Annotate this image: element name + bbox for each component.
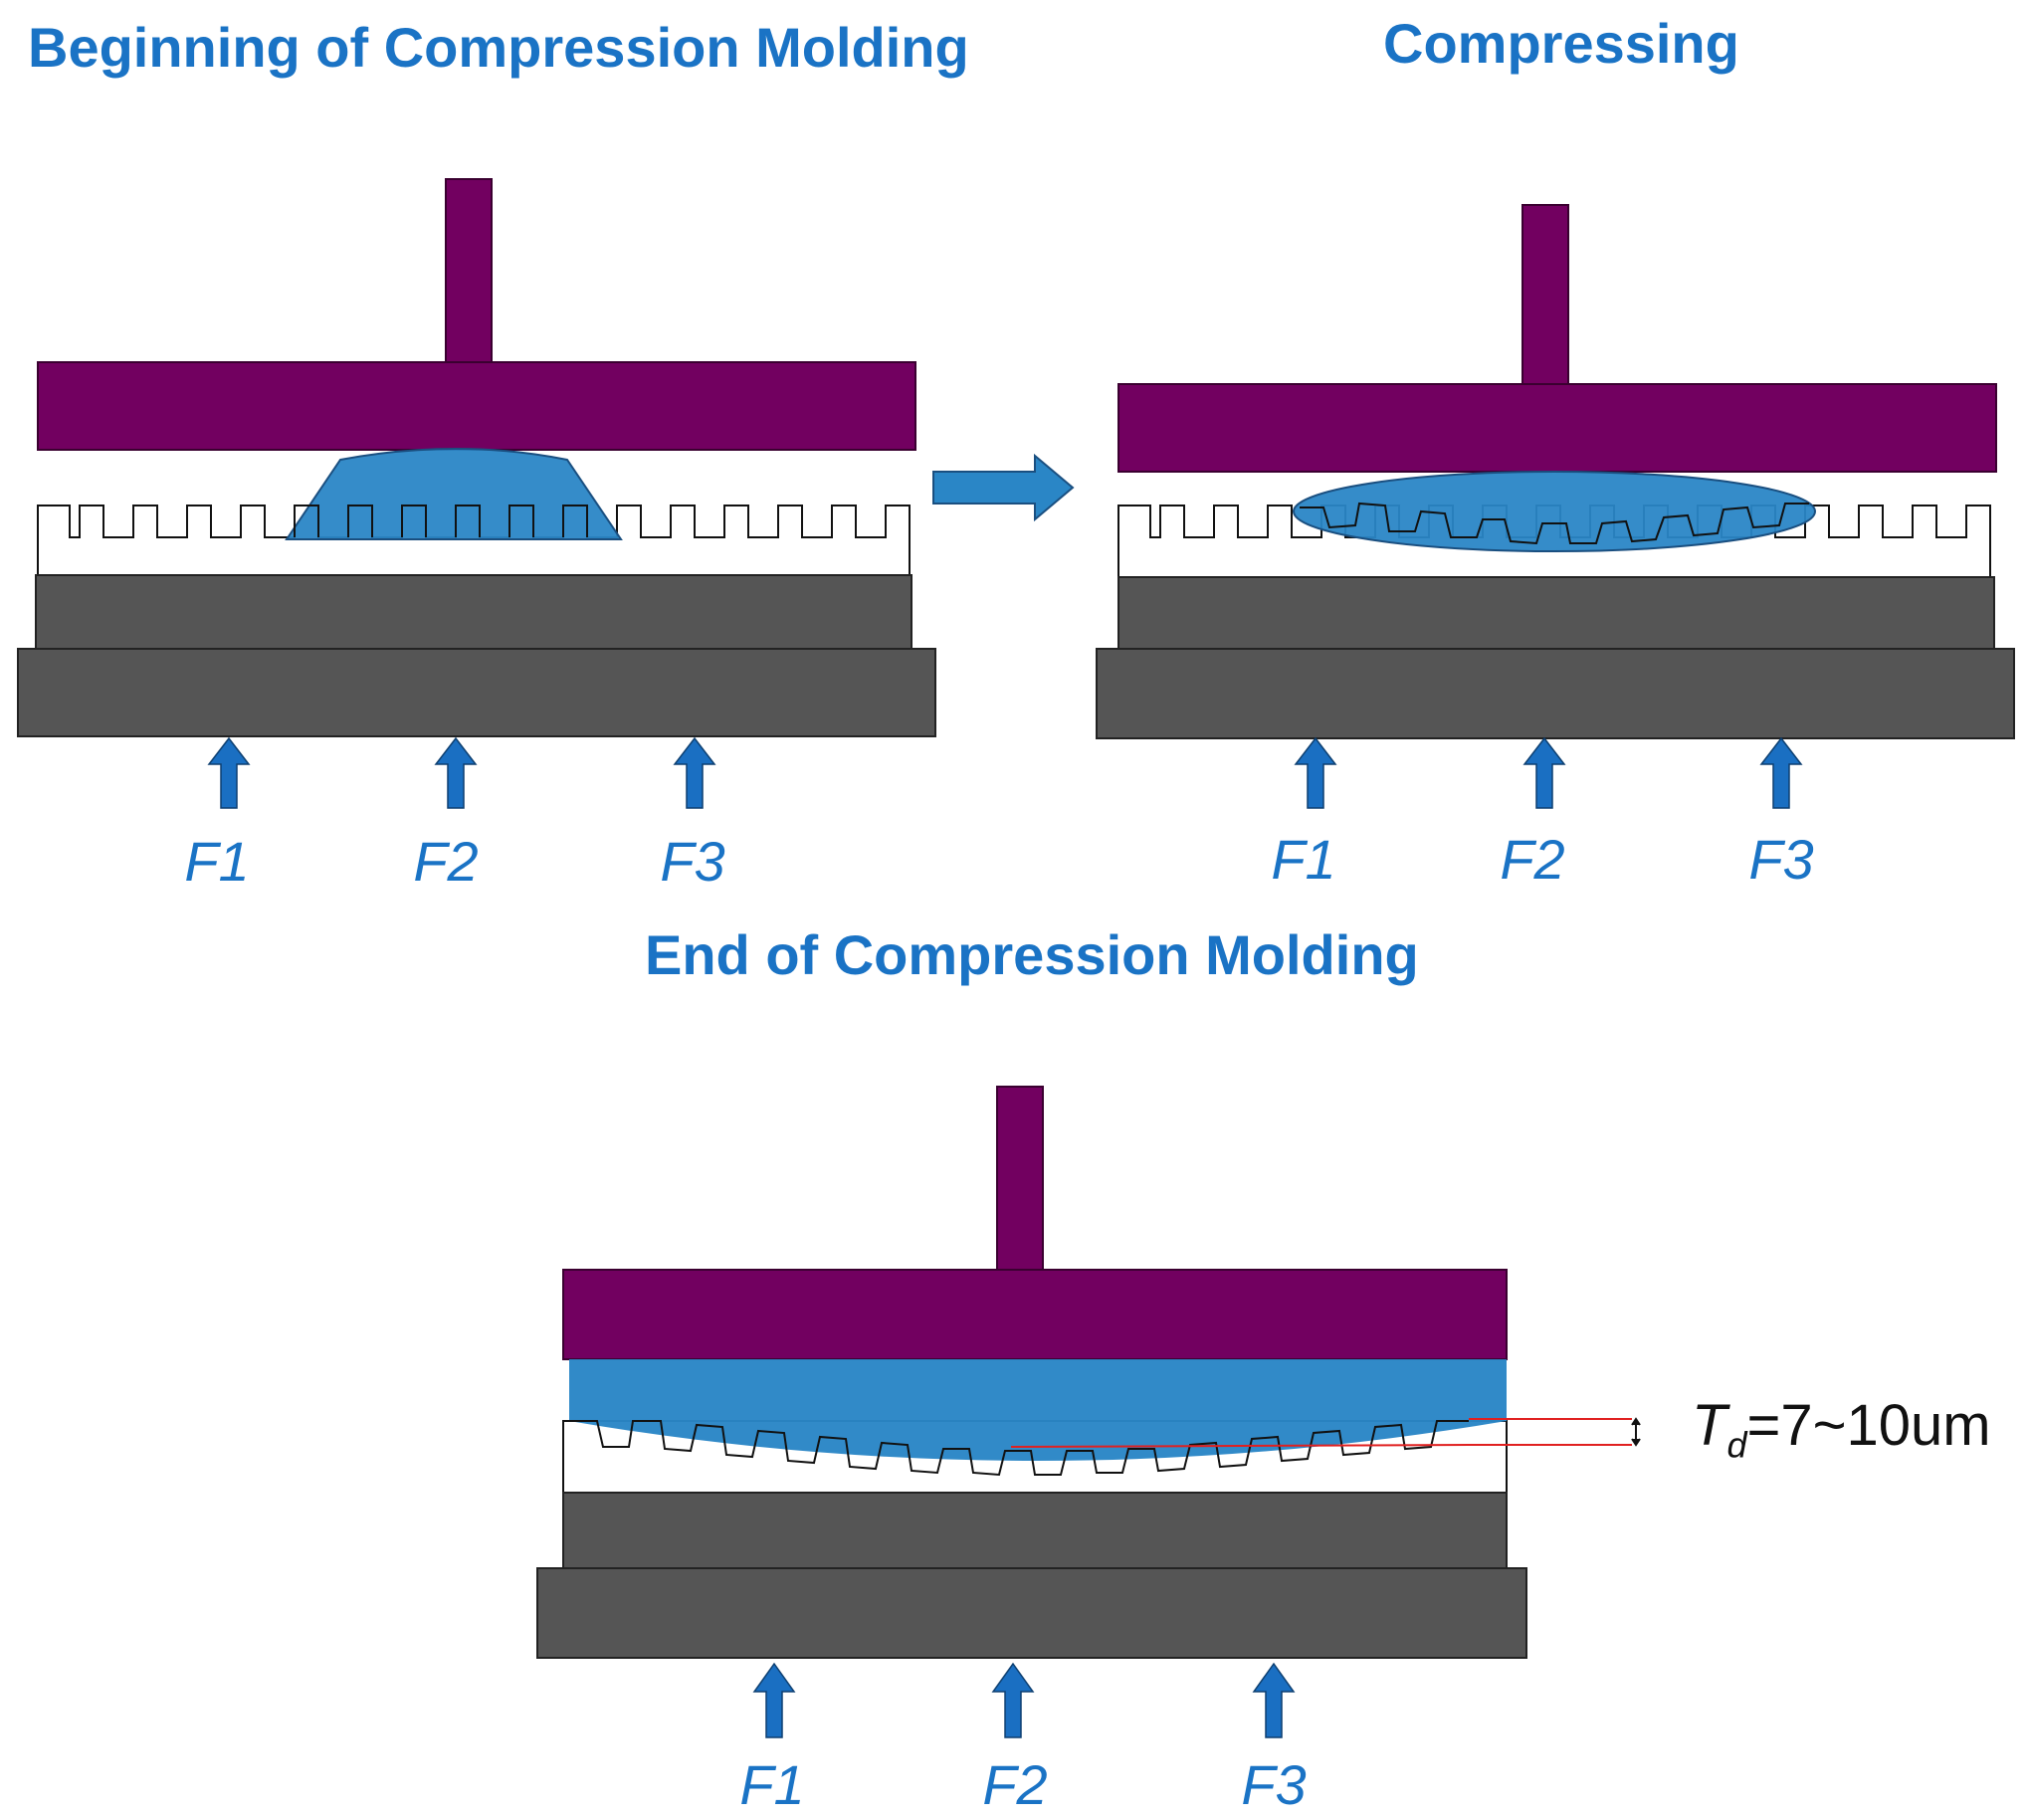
force-label-f3: F3: [660, 830, 725, 893]
deformed-mold-teeth: [1300, 502, 1809, 545]
force-arrow-f3: [1759, 736, 1803, 809]
transition-arrow: [932, 453, 1075, 522]
lower-mold-block: [562, 1492, 1508, 1569]
lower-mold-block: [35, 574, 913, 650]
force-arrow-f3: [1252, 1662, 1296, 1738]
force-label-f2: F2: [1500, 828, 1565, 891]
force-arrow-f1: [752, 1662, 796, 1738]
base-plate: [17, 648, 936, 737]
thickness-marker: [1631, 1417, 1641, 1447]
lower-mold-block: [1117, 576, 1995, 650]
force-arrow-f2: [434, 736, 478, 809]
upper-press-plate: [1117, 383, 1997, 473]
thickness-subscript: d: [1726, 1424, 1747, 1466]
resin-filled-layer: [569, 1359, 1507, 1461]
press-rod: [1521, 204, 1569, 385]
title-beginning: Beginning of Compression Molding: [28, 16, 969, 79]
press-rod: [445, 178, 493, 363]
mold-teeth-through-resin: [294, 505, 588, 537]
force-arrow-f1: [207, 736, 251, 809]
base-plate: [1096, 648, 2015, 739]
panel-beginning: [17, 178, 936, 809]
title-compressing: Compressing: [1383, 12, 1739, 75]
force-arrow-f2: [991, 1662, 1035, 1738]
force-arrow-f1: [1294, 736, 1337, 809]
force-label-f3: F3: [1241, 1753, 1307, 1816]
force-label-f2: F2: [413, 830, 479, 893]
force-arrow-f2: [1522, 736, 1566, 809]
resin-spreading: [1293, 471, 1816, 552]
thickness-symbol: T: [1692, 1393, 1727, 1458]
force-label-f1: F1: [1271, 828, 1336, 891]
force-label-f1: F1: [739, 1753, 805, 1816]
resin-drop: [285, 448, 623, 540]
force-label-f1: F1: [184, 830, 250, 893]
force-label-f3: F3: [1748, 828, 1814, 891]
force-label-f2: F2: [982, 1753, 1048, 1816]
panel-end: [536, 1086, 1641, 1738]
upper-press-plate: [562, 1269, 1508, 1360]
upper-press-plate: [37, 361, 916, 451]
force-arrow-f3: [673, 736, 716, 809]
title-end: End of Compression Molding: [645, 923, 1419, 986]
thickness-label: Td=7~10um: [1692, 1397, 1991, 1464]
panel-compressing: [1096, 204, 2015, 809]
thickness-value: =7~10um: [1746, 1393, 1991, 1458]
base-plate: [536, 1567, 1527, 1659]
press-rod: [996, 1086, 1044, 1271]
thickness-bracket-lines: [1010, 1418, 1632, 1448]
